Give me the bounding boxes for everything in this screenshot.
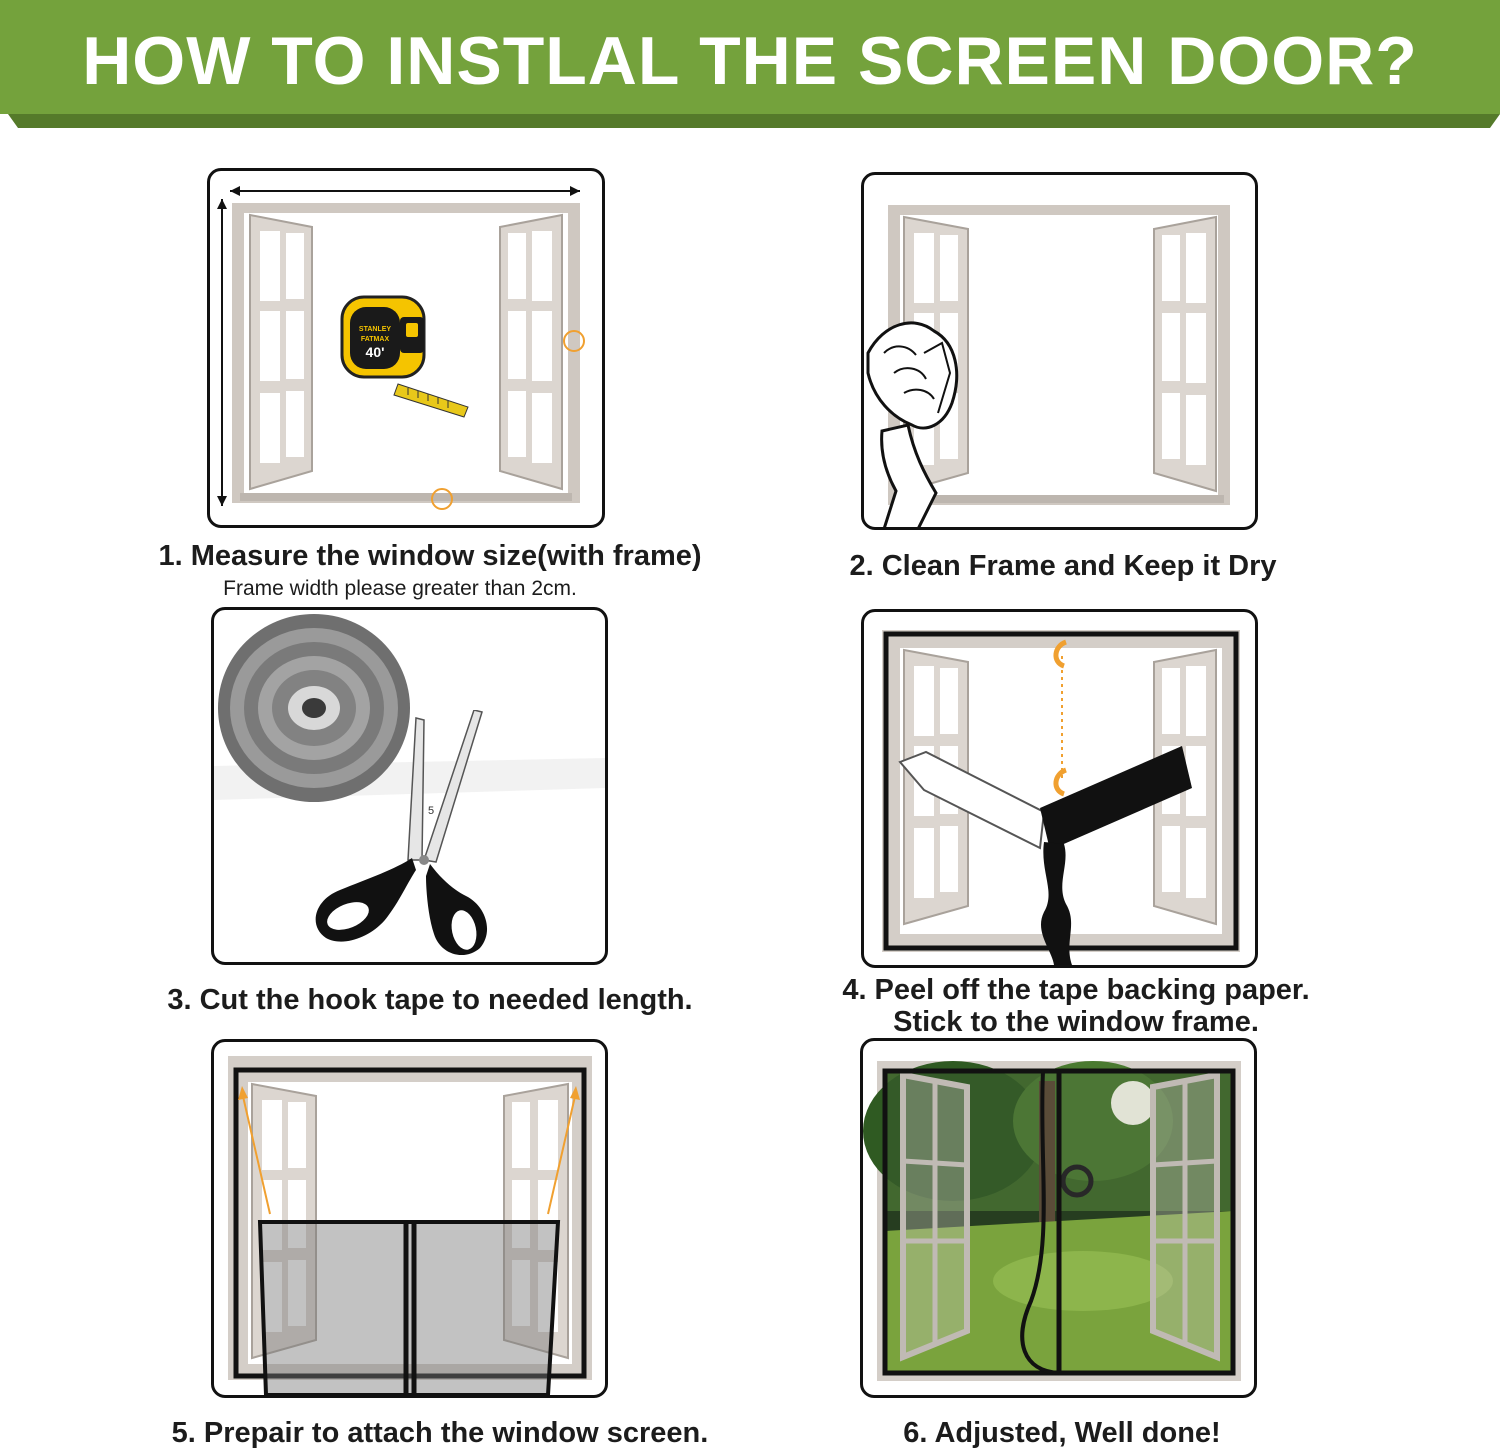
step-5-caption: 5. Prepair to attach the window screen. (171, 1417, 709, 1449)
hook-tape-illustration (214, 614, 605, 802)
step-2-caption: 2. Clean Frame and Keep it Dry (849, 550, 1277, 582)
step-5-panel (211, 1039, 608, 1398)
tape-strip-icon (898, 746, 1192, 965)
scissors-icon: 5 (315, 710, 488, 956)
step-6-caption: 6. Adjusted, Well done! (903, 1417, 1221, 1449)
tape-line-text: FATMAX (361, 336, 390, 343)
page-title: HOW TO INSTLAL THE SCREEN DOOR? (82, 23, 1418, 99)
step-4-caption-line2: Stick to the window frame. (893, 1006, 1259, 1038)
garden-view-icon (863, 1061, 1241, 1381)
scissors-mark: 5 (428, 805, 434, 817)
tape-length-text: 40' (366, 344, 385, 360)
screen-net-icon (228, 1056, 592, 1395)
title-banner (0, 0, 1500, 128)
step-3-caption: 3. Cut the hook tape to needed length. (167, 984, 693, 1016)
step-1-subcaption: Frame width please greater than 2cm. (223, 577, 577, 600)
tape-brand-text: STANLEY (359, 326, 391, 333)
step-1-panel: STANLEY FATMAX 40' (207, 168, 605, 528)
step-4-caption-line1: 4. Peel off the tape backing paper. (842, 974, 1310, 1006)
step-1-caption: 1. Measure the window size(with frame) (158, 540, 702, 572)
step-3-panel: 5 (211, 607, 608, 965)
gloved-hand-icon (866, 321, 959, 527)
step-2-panel (861, 172, 1258, 530)
step-4-panel (861, 609, 1258, 968)
step-6-panel (860, 1038, 1257, 1398)
tape-measure-icon: STANLEY FATMAX 40' (340, 295, 469, 418)
